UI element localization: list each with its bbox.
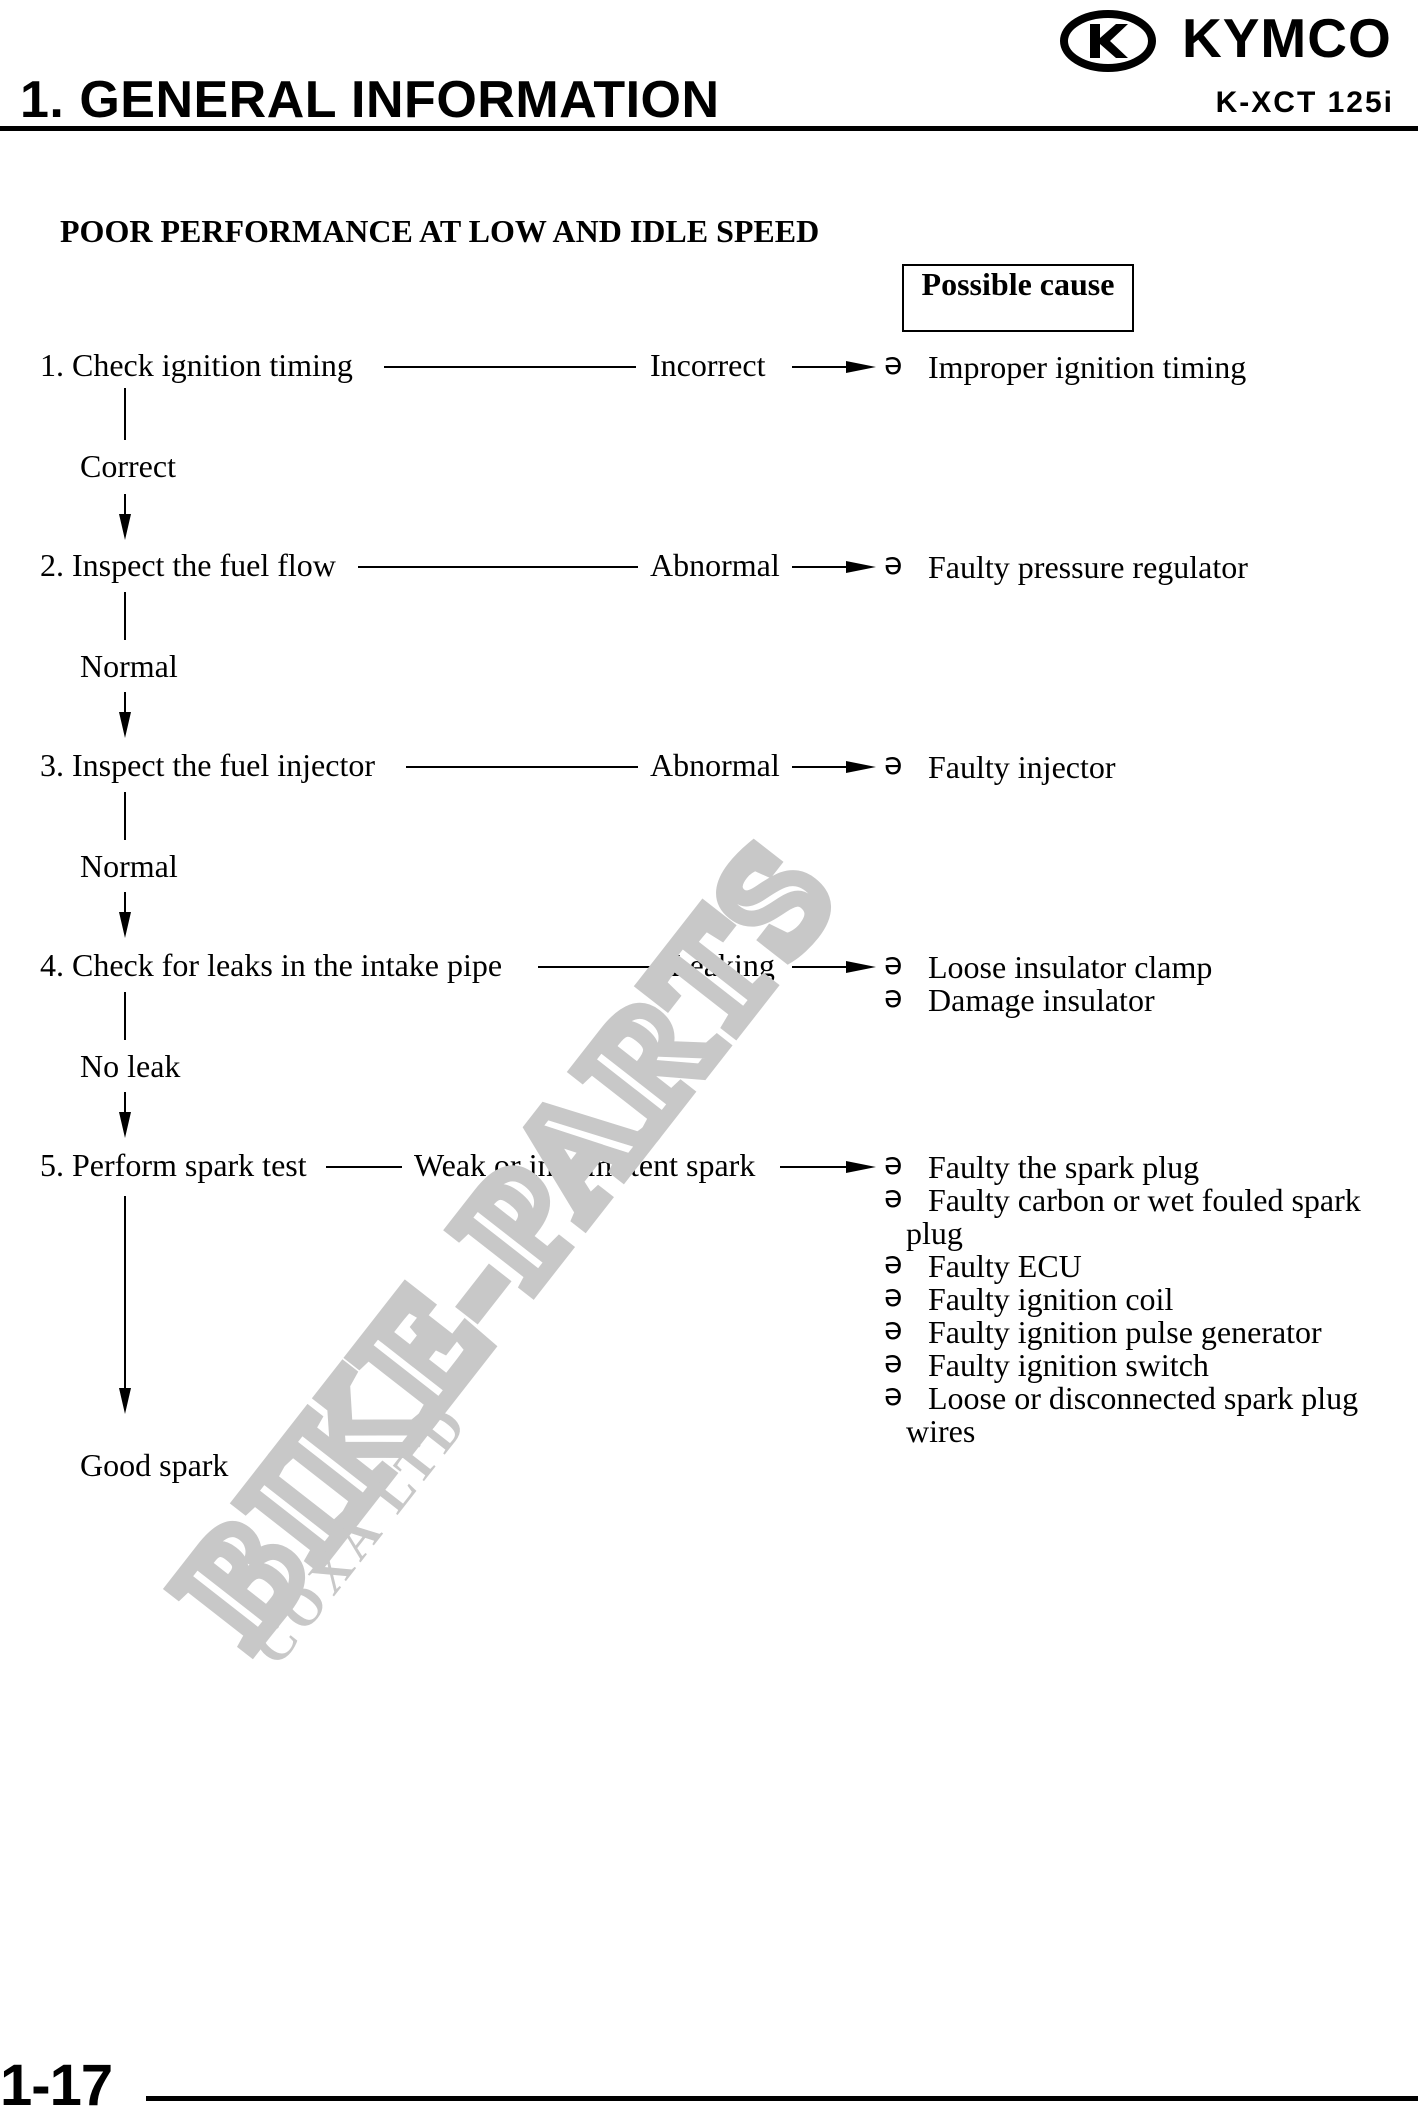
step-2-down-line-2 <box>124 692 126 714</box>
step-4-arrow-head <box>846 961 876 973</box>
step-5-cause-3: Faulty ECU <box>928 1248 1082 1284</box>
step-3-connector <box>406 766 638 768</box>
step-4-arrow-line <box>792 966 848 968</box>
step-1-pass-label: Correct <box>80 448 176 484</box>
bullet-icon: ə <box>884 347 903 382</box>
step-5-down-arrow <box>119 1388 131 1414</box>
step-5-arrow-line <box>780 1166 848 1168</box>
step-3-arrow-line <box>792 766 848 768</box>
step-4-label: 4. Check for leaks in the intake pipe <box>40 947 503 983</box>
bullet-icon: ə <box>884 1312 903 1347</box>
step-4-result: Leaking <box>670 947 775 983</box>
step-3-down-line-2 <box>124 892 126 914</box>
step-1-down-line <box>124 388 126 440</box>
bullet-icon: ə <box>884 1180 903 1215</box>
possible-cause-box: Possible cause <box>902 264 1134 332</box>
step-1-down-arrow <box>119 514 131 540</box>
step-5-cause-5: Faulty ignition pulse generator <box>928 1314 1322 1350</box>
bullet-icon: ə <box>884 1345 903 1380</box>
step-1-cause-1: Improper ignition timing <box>928 349 1247 385</box>
step-5-result: Weak or intermittent spark <box>414 1147 756 1183</box>
step-3-result: Abnormal <box>650 747 780 783</box>
step-1-arrow-line <box>792 366 848 368</box>
step-2-arrow-line <box>792 566 848 568</box>
step-1-arrow-head <box>846 361 876 373</box>
step-5-connector <box>326 1166 402 1168</box>
step-4-down-line-2 <box>124 1092 126 1114</box>
header-rule <box>0 126 1418 131</box>
step-2-pass-label: Normal <box>80 648 178 684</box>
watermark-sub-text: COXA LTD <box>243 1393 481 1675</box>
step-5-cause-7-cont: wires <box>906 1413 976 1449</box>
step-5-cause-6: Faulty ignition switch <box>928 1347 1209 1383</box>
step-2-result: Abnormal <box>650 547 780 583</box>
step-2-down-line <box>124 592 126 640</box>
step-3-arrow-head <box>846 761 876 773</box>
step-5-cause-4: Faulty ignition coil <box>928 1281 1174 1317</box>
step-4-cause-2: Damage insulator <box>928 982 1155 1018</box>
brand-name: KYMCO <box>1182 7 1392 69</box>
step-3-cause-1: Faulty injector <box>928 749 1116 785</box>
bullet-icon: ə <box>884 547 903 582</box>
step-5-down-line <box>124 1196 126 1390</box>
step-4-cause-1: Loose insulator clamp <box>928 949 1213 985</box>
step-2-cause-1: Faulty pressure regulator <box>928 549 1248 585</box>
section-heading: POOR PERFORMANCE AT LOW AND IDLE SPEED <box>60 213 820 249</box>
step-5-pass-label: Good spark <box>80 1447 229 1483</box>
step-1-connector <box>384 366 636 368</box>
step-3-down-arrow <box>119 912 131 938</box>
step-4-down-arrow <box>119 1112 131 1138</box>
chapter-title: 1. GENERAL INFORMATION <box>20 71 720 129</box>
step-4-connector <box>538 966 670 968</box>
step-4-pass-label: No leak <box>80 1048 181 1084</box>
kymco-logo <box>1060 10 1156 72</box>
step-3-down-line <box>124 792 126 840</box>
bullet-icon: ə <box>884 1147 903 1182</box>
step-3-label: 3. Inspect the fuel injector <box>40 747 375 783</box>
step-1-result: Incorrect <box>650 347 766 383</box>
bullet-icon: ə <box>884 747 903 782</box>
step-5-cause-1: Faulty the spark plug <box>928 1149 1200 1185</box>
bullet-icon: ə <box>884 980 903 1015</box>
bullet-icon: ə <box>884 1246 903 1281</box>
bullet-icon: ə <box>884 947 903 982</box>
step-4-down-line <box>124 992 126 1040</box>
step-1-down-line-2 <box>124 494 126 516</box>
step-3-pass-label: Normal <box>80 848 178 884</box>
step-1-label: 1. Check ignition timing <box>40 347 353 383</box>
step-2-connector <box>358 566 638 568</box>
footer-rule <box>146 2096 1418 2101</box>
step-2-label: 2. Inspect the fuel flow <box>40 547 336 583</box>
step-5-label: 5. Perform spark test <box>40 1147 307 1183</box>
step-5-cause-2: Faulty carbon or wet fouled spark <box>928 1182 1361 1218</box>
step-5-cause-2-cont: plug <box>906 1215 963 1251</box>
step-2-down-arrow <box>119 712 131 738</box>
watermark-main-text: BIKE-PARTS <box>145 811 867 1670</box>
page-number: 1-17 <box>0 2053 113 2118</box>
model-name: K-XCT 125i <box>1215 86 1394 119</box>
step-5-arrow-head <box>846 1161 876 1173</box>
bullet-icon: ə <box>884 1378 903 1413</box>
step-2-arrow-head <box>846 561 876 573</box>
step-5-cause-7: Loose or disconnected spark plug <box>928 1380 1359 1416</box>
bullet-icon: ə <box>884 1279 903 1314</box>
